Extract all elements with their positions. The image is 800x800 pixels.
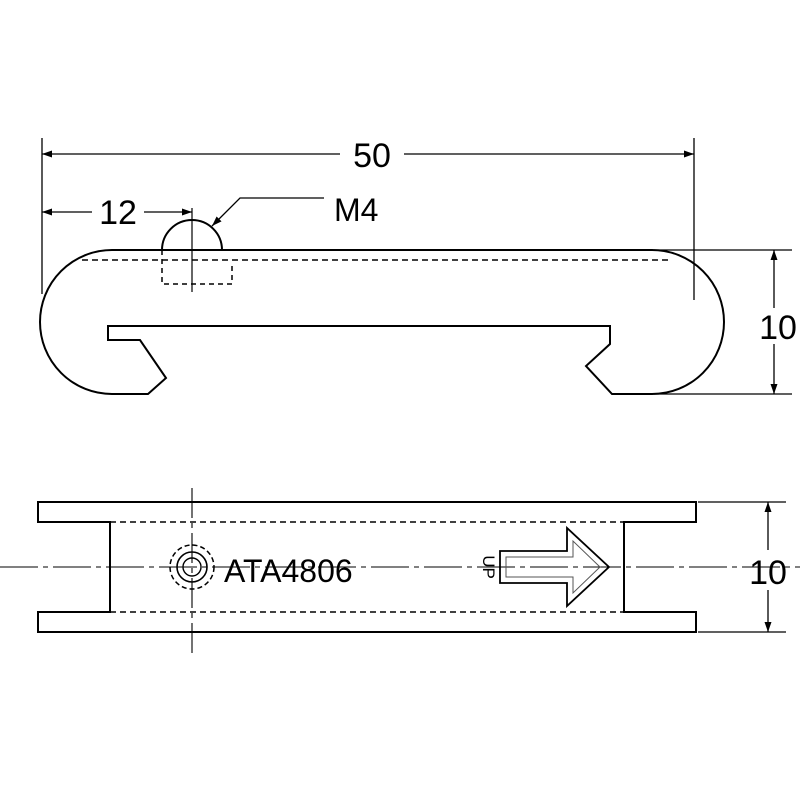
dimension-50 [41, 138, 695, 300]
plan-view [0, 488, 800, 658]
up-label: UP [479, 555, 498, 579]
m4-hidden-thread [161, 250, 233, 285]
dimension-10-plan-label: 10 [749, 554, 787, 592]
dimension-10-side-label: 10 [759, 309, 797, 347]
m4-leader [211, 197, 324, 227]
plan-screw-head [176, 551, 208, 583]
plan-screw-inner [182, 557, 202, 577]
up-arrow-inner [505, 539, 601, 595]
up-arrow-icon [499, 525, 611, 609]
dimension-10-plan [698, 501, 786, 633]
dimension-10-side [654, 249, 792, 395]
side-view-outline [39, 249, 725, 395]
plan-screw-outer [169, 544, 215, 590]
side-view [39, 208, 725, 395]
dimension-12-label: 12 [99, 194, 137, 232]
m4-label: M4 [334, 192, 378, 228]
dimension-50-label: 50 [353, 137, 391, 175]
part-number-label: ATA4806 [224, 553, 353, 589]
